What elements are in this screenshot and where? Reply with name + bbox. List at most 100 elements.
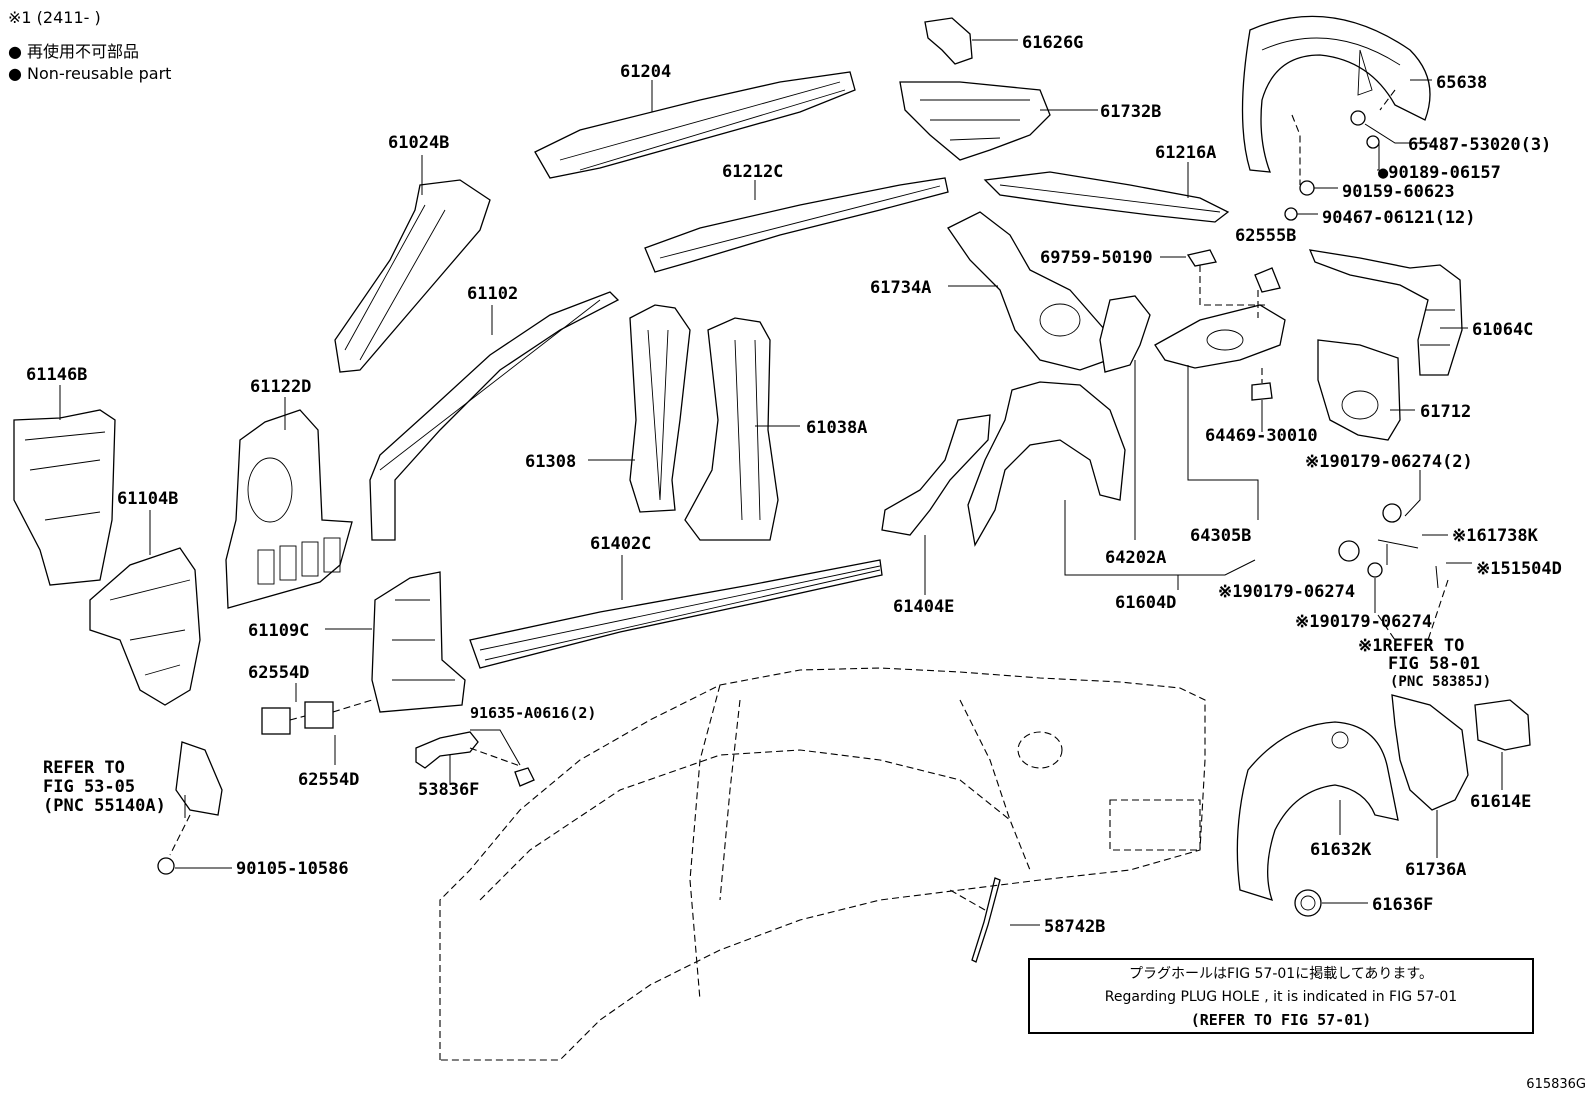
part-61109C[interactable]: [371, 571, 466, 713]
label-61636F[interactable]: 61636F: [1372, 895, 1433, 915]
part-61216A[interactable]: [983, 171, 1230, 223]
part-62555B[interactable]: [1254, 267, 1281, 293]
part-61632K[interactable]: [1236, 721, 1399, 901]
label-190179-06274-2[interactable]: ※190179-06274(2): [1305, 452, 1473, 472]
label-61604D[interactable]: 61604D: [1115, 593, 1176, 613]
label-61308[interactable]: 61308: [525, 452, 576, 472]
label-65638[interactable]: 65638: [1436, 73, 1487, 93]
part-90105[interactable]: [157, 857, 175, 875]
label-61038A[interactable]: 61038A: [806, 418, 867, 438]
part-61738K[interactable]: [1377, 539, 1419, 549]
label-190179-06274-c[interactable]: ※190179-06274: [1295, 612, 1432, 632]
label-61216A[interactable]: 61216A: [1155, 143, 1216, 163]
label-61104B[interactable]: 61104B: [117, 489, 178, 509]
plug-hole-note-box: プラグホールはFIG 57-01に掲載してあります。 Regarding PLU…: [1028, 958, 1534, 1034]
part-53836F[interactable]: [415, 731, 479, 769]
part-61614E[interactable]: [1474, 699, 1531, 751]
label-90467-06121[interactable]: 90467-06121(12): [1322, 208, 1476, 228]
part-58742B[interactable]: [971, 877, 1001, 963]
label-65487-53020[interactable]: 65487-53020(3): [1408, 135, 1551, 155]
label-pnc-58385J[interactable]: (PNC 58385J): [1390, 674, 1491, 690]
label-64469-30010[interactable]: 64469-30010: [1205, 426, 1318, 446]
part-61204[interactable]: [534, 71, 856, 179]
label-fig-58-01[interactable]: FIG 58-01: [1388, 654, 1480, 674]
label-90189-06157[interactable]: ●90189-06157: [1378, 163, 1501, 183]
part-90467[interactable]: [1284, 207, 1298, 221]
label-91635-A0616[interactable]: 91635-A0616(2): [470, 704, 596, 722]
label-61102[interactable]: 61102: [467, 284, 518, 304]
label-61204[interactable]: 61204: [620, 62, 671, 82]
label-161738K[interactable]: ※161738K: [1452, 526, 1539, 546]
part-61402C[interactable]: [469, 559, 883, 669]
illustration-id: 615836G: [1526, 1077, 1586, 1092]
part-61732B[interactable]: [899, 81, 1051, 161]
label-61122D[interactable]: 61122D: [250, 377, 311, 397]
part-190179-b[interactable]: [1338, 540, 1360, 562]
label-61734A[interactable]: 61734A: [870, 278, 931, 298]
label-61109C[interactable]: 61109C: [248, 621, 309, 641]
part-64202A[interactable]: [1099, 295, 1151, 373]
part-61146B[interactable]: [13, 409, 116, 586]
dashed-connectors: [169, 89, 1449, 911]
label-53836F[interactable]: 53836F: [418, 780, 479, 800]
label-90159-60623[interactable]: 90159-60623: [1342, 182, 1455, 202]
label-61404E[interactable]: 61404E: [893, 597, 954, 617]
label-61732B[interactable]: 61732B: [1100, 102, 1161, 122]
label-64305B[interactable]: 64305B: [1190, 526, 1251, 546]
part-64305B[interactable]: [1154, 304, 1286, 369]
part-65487[interactable]: [1350, 110, 1366, 126]
part-190179-a[interactable]: [1382, 503, 1402, 523]
part-61636F[interactable]: [1294, 889, 1322, 917]
note-line-en: Regarding PLUG HOLE , it is indicated in…: [1104, 989, 1458, 1005]
label-61626G[interactable]: 61626G: [1022, 33, 1083, 53]
part-61308[interactable]: [629, 304, 691, 513]
label-58742B[interactable]: 58742B: [1044, 917, 1105, 937]
label-61402C[interactable]: 61402C: [590, 534, 651, 554]
part-61626G[interactable]: [924, 17, 973, 65]
part-61064C[interactable]: [1308, 249, 1463, 376]
part-61212C[interactable]: [644, 177, 949, 273]
part-61102[interactable]: [369, 291, 620, 541]
part-61404E[interactable]: [881, 414, 991, 536]
part-69759[interactable]: [1186, 249, 1217, 267]
part-62554D-2[interactable]: [304, 701, 334, 729]
label-69759-50190[interactable]: 69759-50190: [1040, 248, 1153, 268]
part-61038A[interactable]: [684, 317, 779, 541]
part-51504D[interactable]: [1435, 565, 1439, 589]
label-61064C[interactable]: 61064C: [1472, 320, 1533, 340]
label-151504D[interactable]: ※151504D: [1476, 559, 1562, 579]
label-refer-53-05[interactable]: REFER TO: [43, 758, 125, 778]
label-62555B[interactable]: 62555B: [1235, 226, 1296, 246]
part-bracket-55140A[interactable]: [175, 741, 223, 816]
label-190179-06274-b[interactable]: ※190179-06274: [1218, 582, 1355, 602]
label-62554D-1[interactable]: 62554D: [248, 663, 309, 683]
label-61712[interactable]: 61712: [1420, 402, 1471, 422]
part-61604D[interactable]: [967, 381, 1126, 547]
label-61212C[interactable]: 61212C: [722, 162, 783, 182]
note-line-ref[interactable]: (REFER TO FIG 57-01): [1190, 1011, 1372, 1029]
part-64469[interactable]: [1251, 382, 1273, 401]
label-61024B[interactable]: 61024B: [388, 133, 449, 153]
part-61712[interactable]: [1317, 339, 1401, 441]
label-90105-10586[interactable]: 90105-10586: [236, 859, 349, 879]
label-61736A[interactable]: 61736A: [1405, 860, 1466, 880]
label-64202A[interactable]: 64202A: [1105, 548, 1166, 568]
part-91635[interactable]: [514, 767, 535, 787]
label-61146B[interactable]: 61146B: [26, 365, 87, 385]
part-61024B[interactable]: [334, 179, 491, 373]
part-90189[interactable]: [1366, 135, 1380, 149]
label-61614E[interactable]: 61614E: [1470, 792, 1531, 812]
label-pnc-55140A[interactable]: (PNC 55140A): [43, 796, 166, 816]
leader-lines: [59, 39, 1503, 926]
label-fig-53-05[interactable]: FIG 53-05: [43, 777, 135, 797]
part-61122D[interactable]: [225, 409, 353, 609]
label-61632K[interactable]: 61632K: [1310, 840, 1372, 860]
part-61736A[interactable]: [1391, 694, 1469, 811]
label-refer-58-01[interactable]: ※1REFER TO: [1358, 636, 1464, 656]
part-90159[interactable]: [1299, 180, 1315, 196]
label-62554D-2[interactable]: 62554D: [298, 770, 359, 790]
part-62554D-1[interactable]: [261, 707, 291, 735]
part-61104B[interactable]: [89, 547, 201, 706]
part-190179-c[interactable]: [1367, 562, 1383, 578]
part-61734A[interactable]: [947, 211, 1109, 371]
